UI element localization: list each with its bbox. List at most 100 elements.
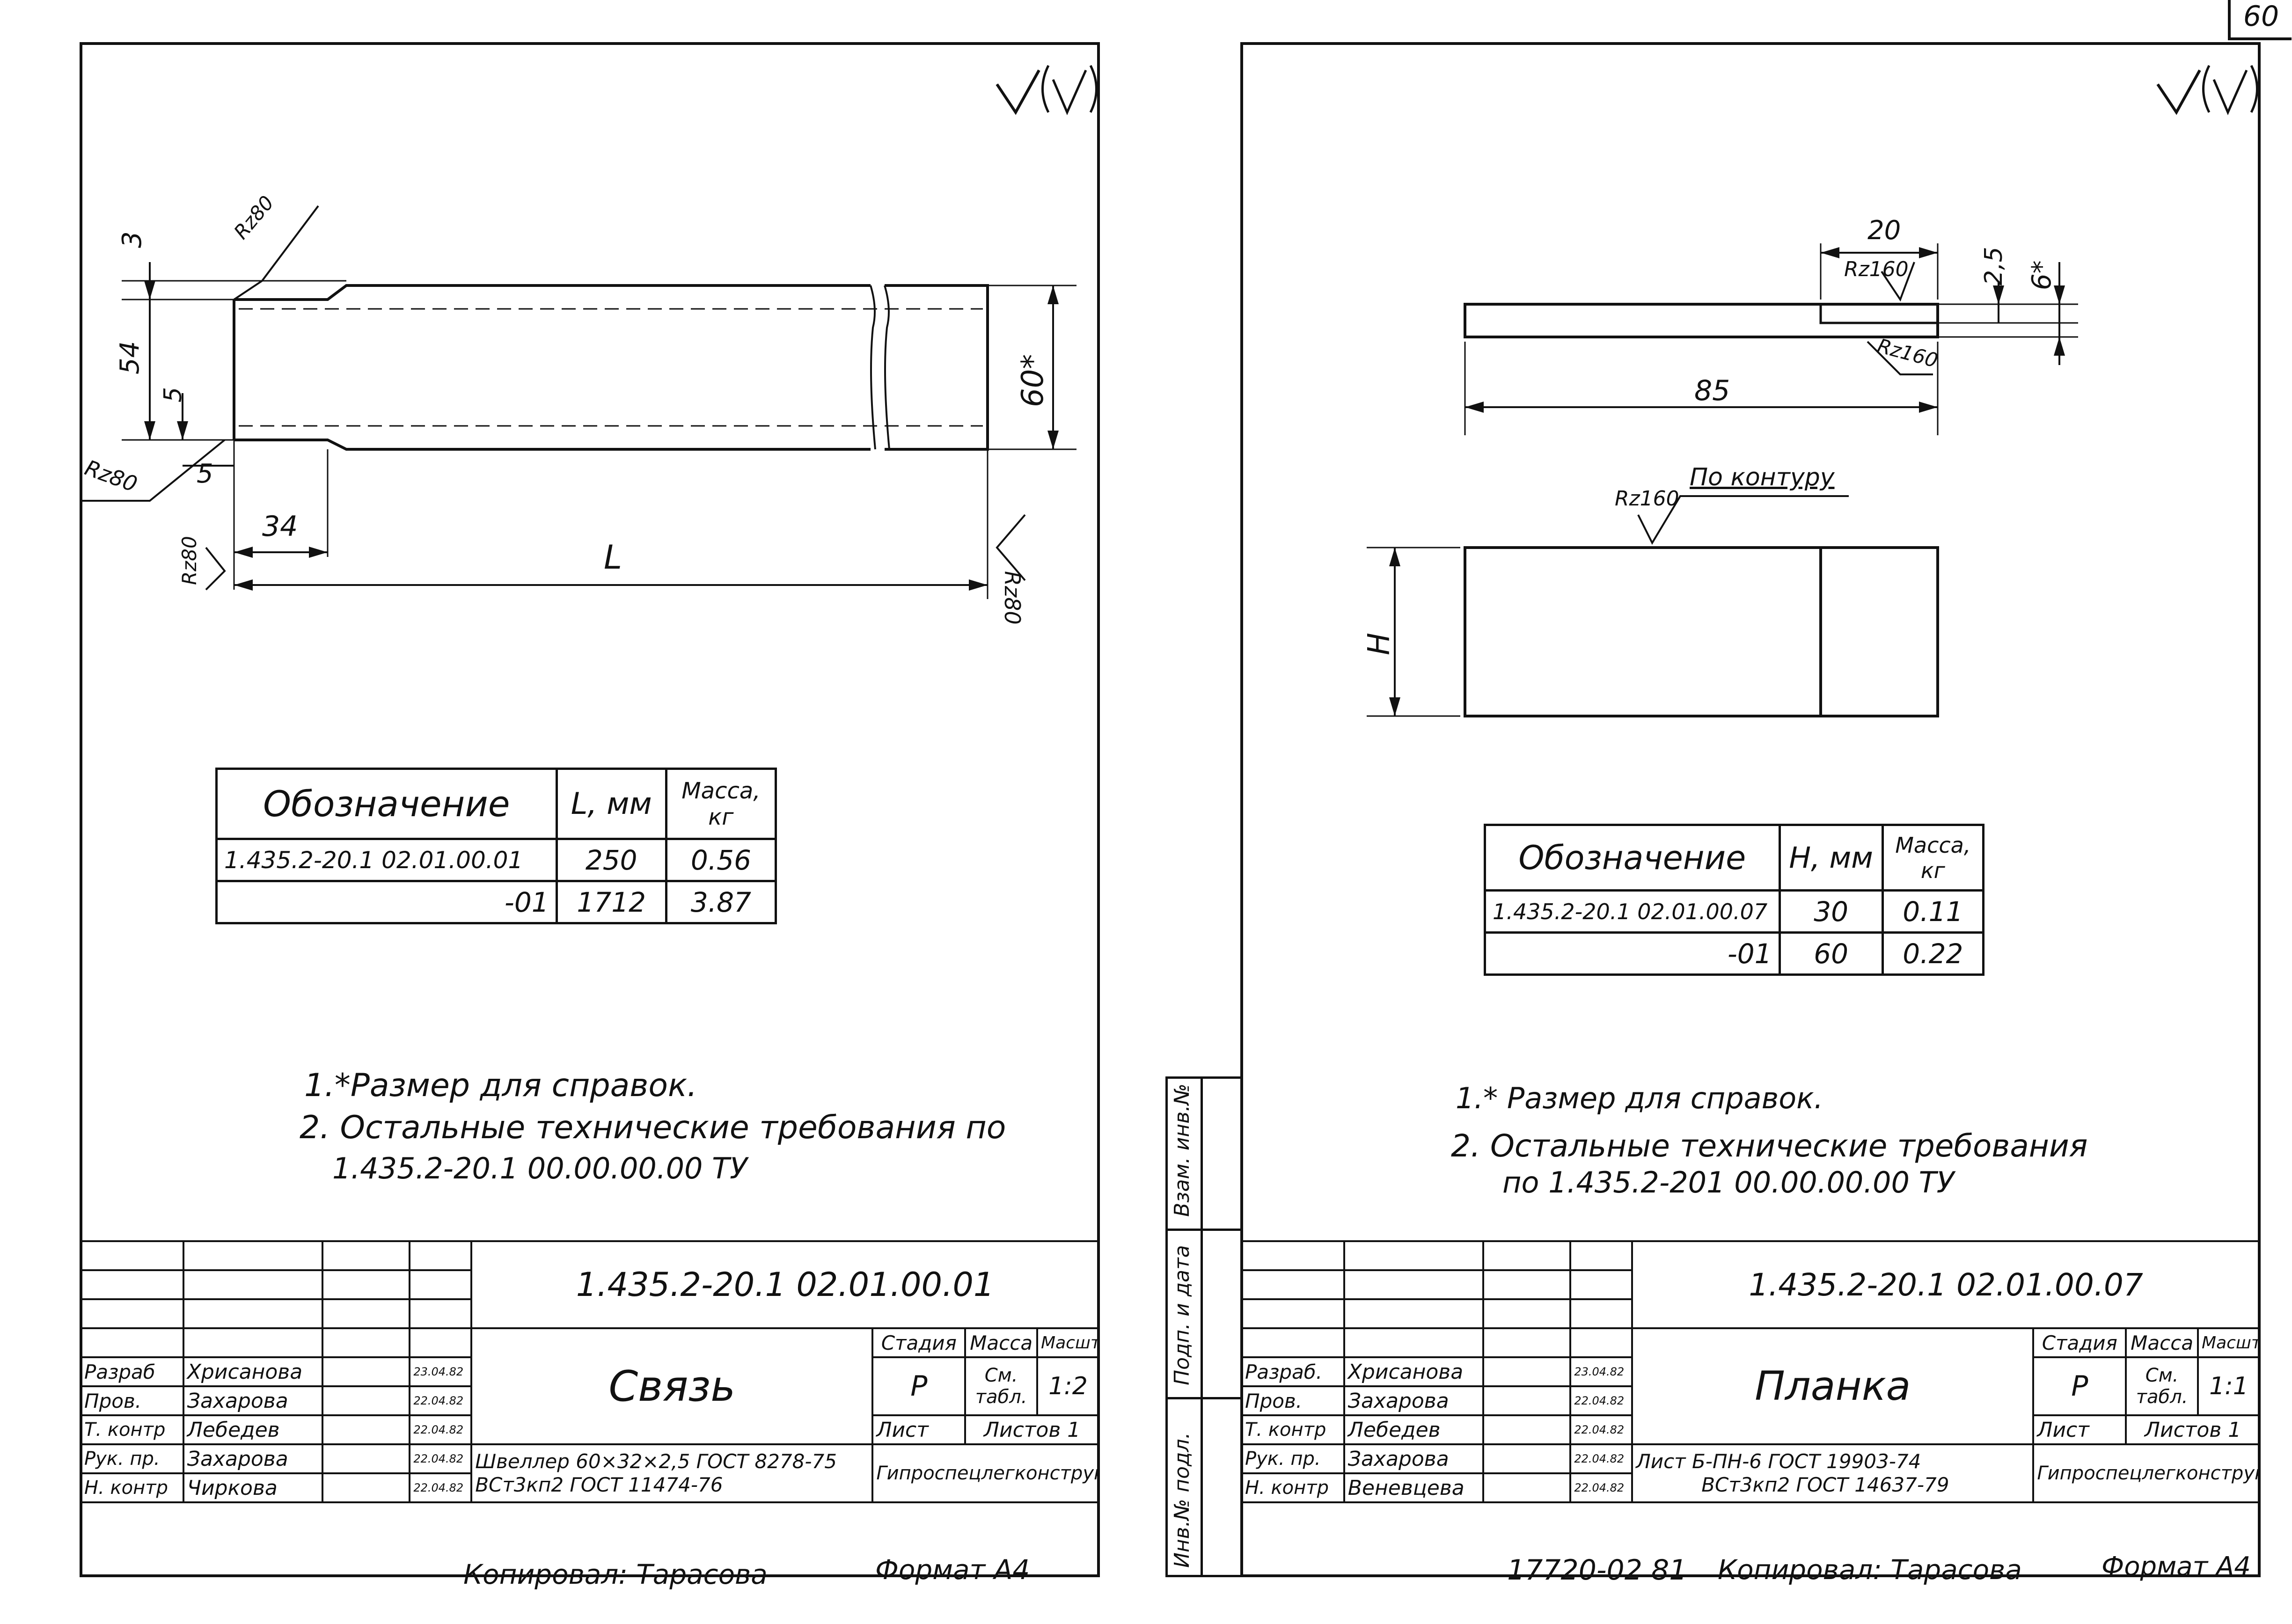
- spec-row-1-designation: 1.435.2-20.1 02.01.00.01: [215, 838, 558, 882]
- dim-85: 85: [1694, 374, 1730, 407]
- right-spec-row-2-mass: 0.22: [1881, 931, 1985, 976]
- right-role-4: Рук. пр.: [1240, 1443, 1345, 1474]
- left-note-2: 2. Остальные технические требования по: [300, 1109, 1006, 1146]
- right-sheets-label: Листов 1: [2125, 1414, 2261, 1445]
- right-material: Лист Б-ПН-6 ГОСТ 19903-74 ВСт3кп2 ГОСТ 1…: [1631, 1443, 2035, 1503]
- page-corner-number: 60: [2228, 0, 2292, 40]
- left-role-2: Пров.: [80, 1385, 184, 1416]
- spec-row-1-length: 250: [555, 838, 667, 882]
- dim-34: 34: [262, 510, 298, 543]
- right-role-2-name: Захарова: [1343, 1385, 1484, 1416]
- left-role-4-name: Захарова: [182, 1443, 323, 1474]
- left-stage-header: Стадия: [871, 1327, 967, 1358]
- right-role-1-name: Хрисанова: [1343, 1356, 1484, 1387]
- right-role-2-date: 22.04.82: [1569, 1385, 1633, 1416]
- right-material-line-1: Б-ПН-6 ГОСТ 19903-74: [1692, 1450, 1921, 1473]
- right-spec-row-1-mass: 0.11: [1881, 889, 1985, 934]
- spec-row-2-length: 1712: [555, 880, 667, 924]
- left-role-1: Разраб: [80, 1356, 184, 1387]
- spec-header-designation: Обозначение: [215, 768, 558, 840]
- right-spec-table: Обозначение H, мм Масса, кг 1.435.2-20.1…: [1484, 824, 1985, 976]
- roughness-rz160-top: Rz160: [1844, 257, 1909, 281]
- right-note-2: 2. Остальные технические требования: [1451, 1128, 2088, 1164]
- left-role-1-name: Хрисанова: [182, 1356, 323, 1387]
- dim-6: 6*: [2027, 260, 2057, 290]
- right-stage-header: Стадия: [2032, 1327, 2127, 1358]
- left-scale-value: 1:2: [1036, 1356, 1100, 1416]
- right-material-prefix: Лист: [1636, 1450, 1686, 1473]
- right-role-2: Пров.: [1240, 1385, 1345, 1416]
- right-format: Формат А4: [2102, 1551, 2251, 1582]
- right-role-5-date: 22.04.82: [1569, 1472, 1633, 1503]
- right-role-1: Разраб.: [1240, 1356, 1345, 1387]
- right-role-5: Н. контр: [1240, 1472, 1345, 1503]
- left-doc-code: 1.435.2-20.1 02.01.00.01: [470, 1240, 1100, 1329]
- roughness-rz160-contour: Rz160: [1615, 487, 1679, 511]
- right-copied-by: Копировал: Тарасова: [1718, 1554, 2022, 1586]
- left-role-3: Т. контр: [80, 1414, 184, 1445]
- right-sheet-label: Лист: [2032, 1414, 2127, 1445]
- dim-5-horizontal: 5: [197, 459, 213, 489]
- right-role-4-name: Захарова: [1343, 1443, 1484, 1474]
- left-role-3-name: Лебедев: [182, 1414, 323, 1445]
- side-label-sign-date: Подп. и дата: [1170, 1245, 1194, 1385]
- right-organization: Гипроспецлегконструкция: [2032, 1443, 2261, 1503]
- left-material-line-1: Швеллер 60×32×2,5 ГОСТ 8278-75: [475, 1450, 837, 1473]
- right-spec-row-2-designation: -01: [1484, 931, 1781, 976]
- right-material-line-2: ВСт3кп2 ГОСТ 14637-79: [1701, 1473, 1949, 1496]
- left-role-4: Рук. пр.: [80, 1443, 184, 1474]
- left-copied-by: Копировал: Тарасова: [463, 1558, 768, 1590]
- right-note-1: 1.* Размер для справок.: [1456, 1081, 1823, 1115]
- spec-row-2-designation: -01: [215, 880, 558, 924]
- left-mass-value: См. табл.: [964, 1356, 1039, 1416]
- left-format: Формат А4: [875, 1554, 1030, 1586]
- left-title-block: 1.435.2-20.1 02.01.00.01 Связь Стадия Ма…: [80, 1240, 1100, 1503]
- left-role-5-name: Чиркова: [182, 1472, 323, 1503]
- dim-L: L: [604, 538, 622, 577]
- left-role-5: Н. контр: [80, 1472, 184, 1503]
- right-role-4-date: 22.04.82: [1569, 1443, 1633, 1474]
- left-role-4-date: 22.04.82: [409, 1443, 473, 1474]
- right-part-name: Планка: [1631, 1327, 2035, 1445]
- left-material-line-2: ВСт3кп2 ГОСТ 11474-76: [475, 1473, 723, 1496]
- right-stage-value: Р: [2032, 1356, 2127, 1416]
- right-scale-value: 1:1: [2197, 1356, 2261, 1416]
- right-note-3: по 1.435.2-201 00.00.00.00 ТУ: [1502, 1165, 1955, 1200]
- left-note-1: 1.*Размер для справок.: [304, 1067, 697, 1104]
- side-strip: [1165, 1076, 1243, 1577]
- spec-row-2-mass: 3.87: [665, 880, 777, 924]
- left-stage-value: Р: [871, 1356, 967, 1416]
- right-spec-row-1-height: 30: [1778, 889, 1884, 934]
- left-role-1-date: 23.04.82: [409, 1356, 473, 1387]
- right-spec-row-2-height: 60: [1778, 931, 1884, 976]
- left-scale-header: Масштаб: [1036, 1327, 1100, 1358]
- left-note-3: 1.435.2-20.1 00.00.00.00 ТУ: [332, 1151, 747, 1185]
- spec-header-length: L, мм: [555, 768, 667, 840]
- left-sheets-label: Листов 1: [964, 1414, 1100, 1445]
- right-mass-value: См. табл.: [2125, 1356, 2199, 1416]
- right-spec-header-height: H, мм: [1778, 824, 1884, 892]
- left-sheet-label: Лист: [871, 1414, 967, 1445]
- contour-label: По контуру: [1690, 463, 1835, 491]
- right-spec-header-mass: Масса, кг: [1881, 824, 1985, 892]
- right-spec-header-designation: Обозначение: [1484, 824, 1781, 892]
- left-material: Швеллер 60×32×2,5 ГОСТ 8278-75 ВСт3кп2 Г…: [470, 1443, 874, 1503]
- left-mass-header: Масса: [964, 1327, 1039, 1358]
- spec-header-mass: Масса, кг: [665, 768, 777, 840]
- dim-2-5: 2,5: [1980, 247, 2008, 285]
- right-spec-row-1-designation: 1.435.2-20.1 02.01.00.07: [1484, 889, 1781, 934]
- right-role-3-date: 22.04.82: [1569, 1414, 1633, 1445]
- right-role-5-name: Веневцева: [1343, 1472, 1484, 1503]
- left-spec-table: Обозначение L, мм Масса, кг 1.435.2-20.1…: [215, 768, 777, 924]
- right-footer-number: 17720-02 81: [1507, 1554, 1687, 1587]
- dim-20: 20: [1867, 215, 1901, 246]
- left-role-3-date: 22.04.82: [409, 1414, 473, 1445]
- side-label-replace-inv: Взам. инв.№: [1170, 1083, 1194, 1217]
- right-mass-header: Масса: [2125, 1327, 2199, 1358]
- right-role-3: Т. контр: [1240, 1414, 1345, 1445]
- right-title-block: 1.435.2-20.1 02.01.00.07 Планка Стадия М…: [1240, 1240, 2261, 1503]
- left-role-5-date: 22.04.82: [409, 1472, 473, 1503]
- left-role-2-name: Захарова: [182, 1385, 323, 1416]
- left-organization: Гипроспецлегконструкция: [871, 1443, 1100, 1503]
- left-part-name: Связь: [470, 1327, 874, 1445]
